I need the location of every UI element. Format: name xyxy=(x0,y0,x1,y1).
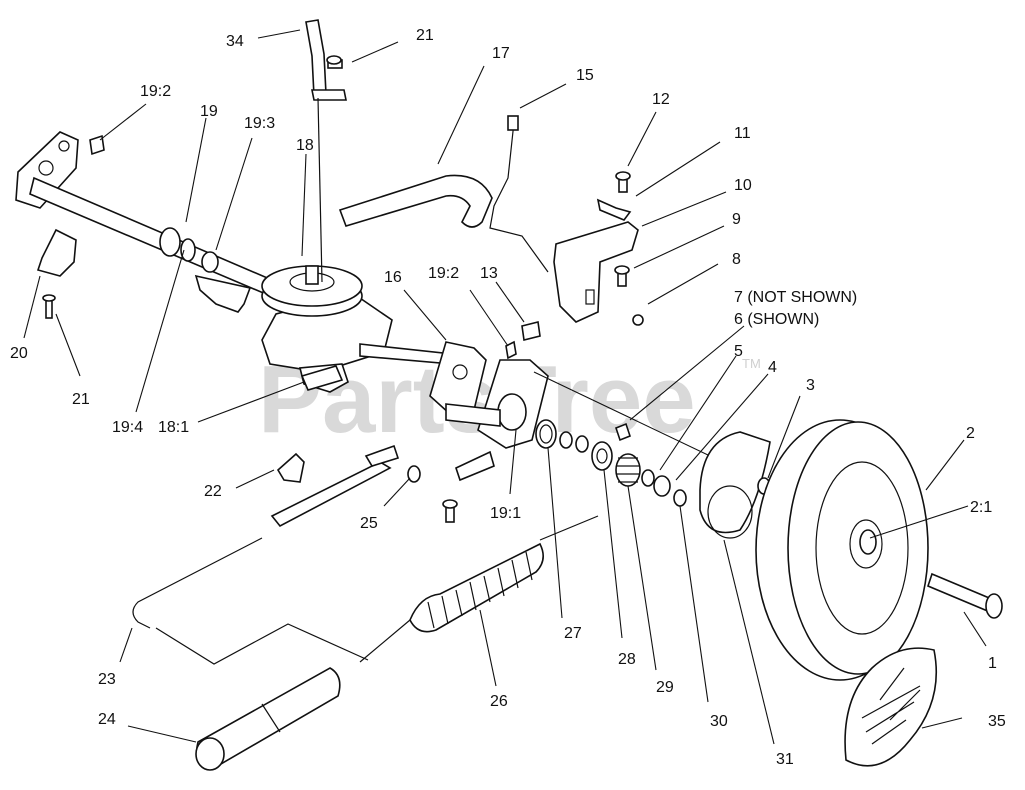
label-2-1: 2:1 xyxy=(970,499,992,516)
key-6 xyxy=(615,422,631,442)
label-16: 16 xyxy=(384,269,402,286)
gear-28 xyxy=(591,441,613,471)
label-19-1: 19:1 xyxy=(490,505,521,522)
washer-8 xyxy=(632,314,644,326)
label-20: 20 xyxy=(10,345,28,362)
label-6: 6 (SHOWN) xyxy=(734,311,819,328)
label-23: 23 xyxy=(98,671,116,688)
label-17: 17 xyxy=(492,45,510,62)
bearing-housing-19-1 xyxy=(445,359,549,449)
label-19-3: 19:3 xyxy=(244,115,275,132)
control-rod-23 xyxy=(132,537,263,629)
clip-small-b xyxy=(575,435,589,453)
washer-5 xyxy=(641,469,655,487)
leader-lines xyxy=(23,29,987,745)
clip-small-a xyxy=(559,431,573,449)
spring-26 xyxy=(359,515,599,663)
label-11: 11 xyxy=(734,125,751,142)
washer-27 xyxy=(535,419,557,449)
belt-17 xyxy=(338,174,493,228)
grip-24 xyxy=(195,667,341,771)
label-34: 34 xyxy=(226,33,244,50)
label-15: 15 xyxy=(576,67,594,84)
label-8: 8 xyxy=(732,251,741,268)
bracket-20 xyxy=(36,228,77,277)
nut-13 xyxy=(521,321,541,341)
label-24: 24 xyxy=(98,711,116,728)
label-1: 1 xyxy=(988,655,997,672)
label-13: 13 xyxy=(480,265,498,282)
label-29: 29 xyxy=(656,679,674,696)
label-18-1: 18:1 xyxy=(158,419,189,436)
label-19-2-mid: 19:2 xyxy=(428,265,459,282)
bracket-18-1 xyxy=(300,365,344,391)
pivot-bracket xyxy=(442,450,495,523)
label-4: 4 xyxy=(768,359,777,376)
label-3: 3 xyxy=(806,377,815,394)
clip-25 xyxy=(407,465,421,483)
label-30: 30 xyxy=(710,713,728,730)
bracket-22 xyxy=(276,452,305,483)
grease-fitting-19-2 xyxy=(89,134,105,156)
watermark-tm: TM xyxy=(742,356,761,371)
label-35: 35 xyxy=(988,713,1006,730)
label-26: 26 xyxy=(490,693,508,710)
bolt-1 xyxy=(927,572,1003,619)
bracket-19-4 xyxy=(194,274,252,313)
shift-lever-34 xyxy=(305,19,347,283)
clip-30 xyxy=(673,489,687,507)
label-7: 7 (NOT SHOWN) xyxy=(734,289,857,306)
label-19-2-left: 19:2 xyxy=(140,83,171,100)
axle-tube-19 xyxy=(15,131,302,308)
label-9: 9 xyxy=(732,211,741,228)
grease-fitting-19-2b xyxy=(505,340,517,360)
control-rod-arm xyxy=(270,444,400,528)
label-10: 10 xyxy=(734,177,752,194)
part-labels: 34 21 17 15 12 11 10 9 8 7 (NOT SHOWN) 6… xyxy=(10,27,1006,768)
label-22: 22 xyxy=(204,483,222,500)
label-28: 28 xyxy=(618,651,636,668)
cable-15 xyxy=(489,115,549,273)
label-31: 31 xyxy=(776,751,794,768)
label-12: 12 xyxy=(652,91,670,108)
clip-11 xyxy=(596,198,632,221)
screw-12 xyxy=(615,171,631,193)
label-21-top: 21 xyxy=(416,27,434,44)
label-19-4: 19:4 xyxy=(112,419,143,436)
screw-21-left xyxy=(42,294,56,319)
wheel-2 xyxy=(755,419,929,681)
screw-9 xyxy=(614,265,630,287)
label-18: 18 xyxy=(296,137,314,154)
label-25: 25 xyxy=(360,515,378,532)
bushing-4 xyxy=(653,475,671,497)
label-19: 19 xyxy=(200,103,218,120)
bracket-10 xyxy=(553,221,639,323)
rod-lower xyxy=(155,623,369,665)
screw-21-top xyxy=(326,55,343,69)
label-5: 5 xyxy=(734,343,743,360)
label-21-left: 21 xyxy=(72,391,90,408)
label-2: 2 xyxy=(966,425,975,442)
hubcap-35 xyxy=(844,647,937,767)
label-27: 27 xyxy=(564,625,582,642)
pinion-29 xyxy=(615,453,641,487)
